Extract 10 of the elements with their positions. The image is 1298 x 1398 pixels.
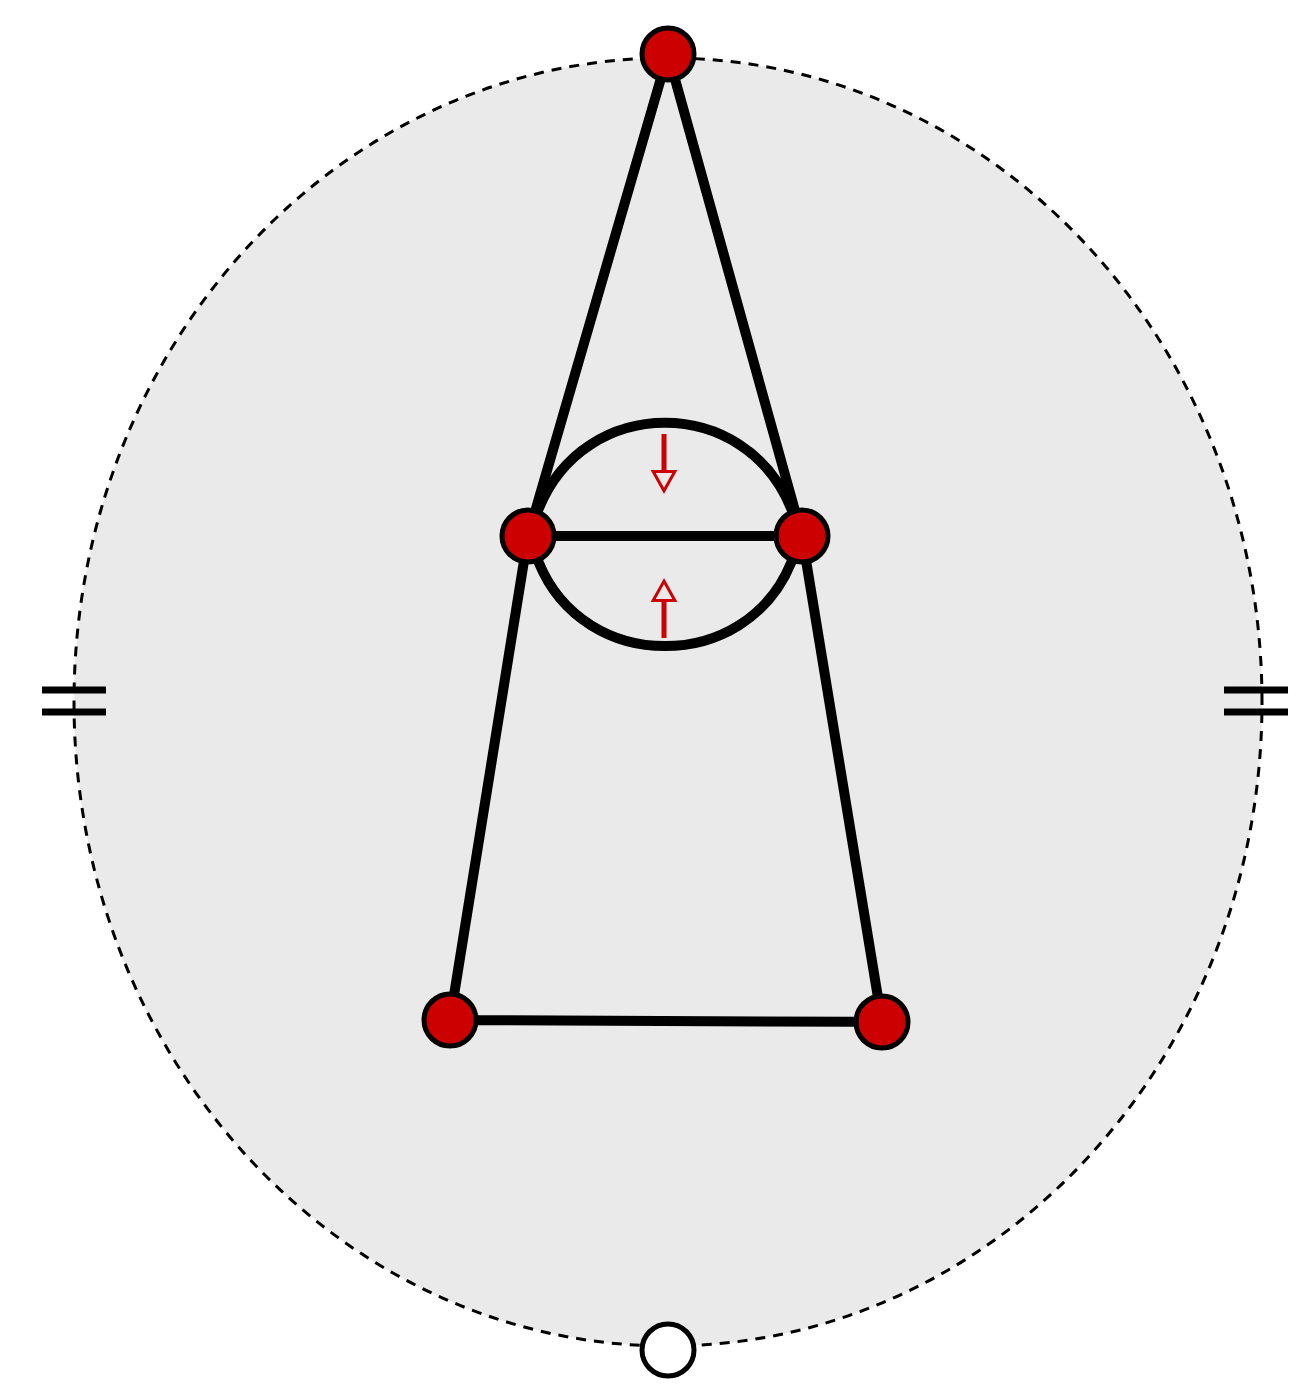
graph-edge [533,557,797,652]
graph-edge [670,76,800,514]
vertex [639,25,697,83]
graph-edge [530,76,666,514]
vertex [639,1321,697,1379]
graph-edge [801,559,883,999]
graph-edge [473,1015,859,1027]
graph-edge [551,531,779,541]
graph-edge [449,559,529,997]
graph-edge [533,417,797,515]
